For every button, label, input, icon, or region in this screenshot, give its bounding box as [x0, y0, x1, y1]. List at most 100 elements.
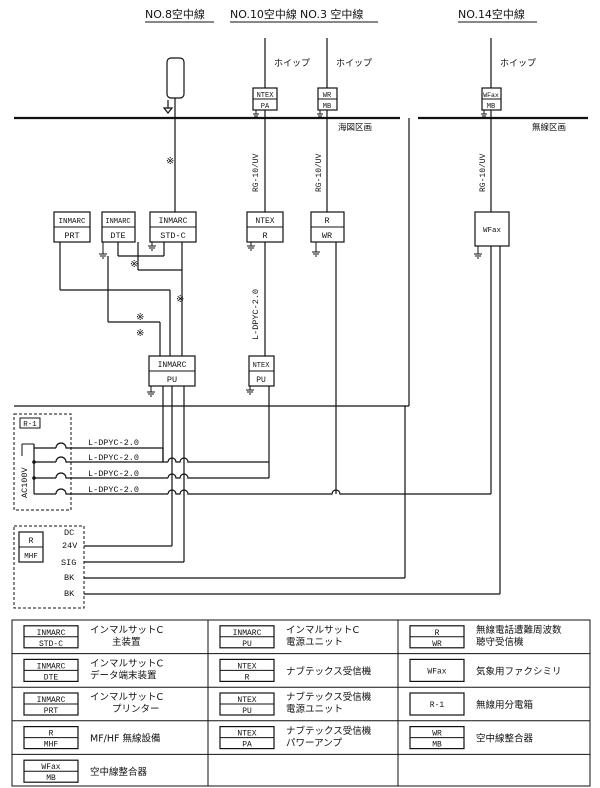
whip-label-1: ホイップ	[274, 58, 310, 69]
zone-label-musen: 無線区画	[532, 122, 566, 133]
legend-code: INMARC	[37, 696, 66, 705]
inmarc-pu-unit: INMARC PU	[148, 355, 196, 387]
legend-desc: データ端末装置	[90, 670, 157, 682]
legend-desc: ナブテックス受信機	[286, 665, 372, 677]
l-dpyc-label-vertical: L-DPYC-2.0	[251, 289, 261, 340]
r1-label: R-1	[23, 421, 37, 429]
no8-antenna-unit	[166, 57, 185, 99]
legend-desc: 気象用ファクシミリ	[476, 665, 562, 677]
legend-desc: インマルサットC	[286, 625, 360, 636]
asterisk-1: ※	[166, 156, 174, 167]
inmarc-dte-unit: INMARC DTE	[101, 211, 136, 243]
svg-text:MHF: MHF	[24, 553, 38, 561]
legend-code: INMARC	[37, 662, 66, 671]
legend-code: DTE	[44, 673, 59, 682]
wfax-unit: WFax	[474, 211, 510, 247]
power-label-2: L-DPYC-2.0	[88, 453, 139, 463]
legend-code: INMARC	[37, 629, 66, 638]
rg-label-2: RG-10/UV	[315, 153, 324, 192]
legend-desc: MF/HF 無線設備	[90, 733, 161, 745]
legend-desc: 聴守受信機	[476, 636, 524, 648]
power-label-4: L-DPYC-2.0	[88, 485, 139, 495]
svg-text:NTEX: NTEX	[253, 362, 271, 370]
legend-desc: 電源ユニット	[286, 637, 343, 648]
whip-label-2: ホイップ	[336, 58, 372, 69]
ntex-r-unit: NTEX R	[246, 211, 284, 243]
terminal-sig: SIG	[61, 558, 76, 568]
svg-text:PRT: PRT	[64, 231, 79, 241]
wfax-mb-unit: WFax MB	[481, 87, 502, 111]
svg-text:INMARC: INMARC	[158, 361, 187, 370]
ac100v-label: AC100V	[20, 466, 30, 498]
rg-label-3: RG-10/UV	[479, 153, 488, 192]
zone-label-haizu: 海図区画	[338, 122, 372, 133]
svg-text:WR: WR	[322, 231, 332, 241]
r-mhf-unit: R MHF	[18, 531, 44, 563]
legend-desc: ナブテックス受信機	[286, 725, 372, 737]
legend-code: R	[435, 629, 440, 638]
wr-mb-unit: WR MB	[317, 87, 338, 111]
svg-text:NTEX: NTEX	[257, 92, 275, 100]
legend-table: INMARCSTD-CインマルサットC主装置INMARCPUインマルサットC電源…	[11, 619, 591, 787]
legend-desc: インマルサットC	[90, 625, 164, 636]
terminal-bk-1: BK	[64, 573, 75, 583]
svg-text:PU: PU	[256, 376, 266, 385]
legend-code: MHF	[44, 741, 59, 750]
svg-text:INMARC: INMARC	[58, 218, 86, 226]
legend-code: PU	[242, 640, 252, 649]
antenna-title-no8: NO.8空中線	[145, 7, 205, 21]
legend-desc: 無線用分電箱	[476, 699, 533, 711]
svg-text:R: R	[29, 537, 34, 546]
legend-code: PU	[242, 707, 252, 716]
inmarc-prt-unit: INMARC PRT	[53, 211, 91, 243]
legend-code: R	[245, 673, 250, 682]
svg-text:R: R	[262, 231, 267, 241]
asterisk-2: ※	[130, 259, 138, 270]
svg-text:R: R	[324, 216, 329, 226]
legend-code: WFax	[41, 763, 60, 772]
legend-code: PA	[242, 741, 252, 750]
svg-text:NTEX: NTEX	[255, 217, 274, 226]
svg-text:INMARC: INMARC	[159, 217, 188, 226]
legend-desc: 空中線整合器	[476, 733, 534, 745]
svg-text:PU: PU	[167, 375, 177, 385]
asterisk-4: ※	[136, 312, 144, 323]
svg-text:PA: PA	[261, 103, 270, 111]
r-mhf-box	[13, 525, 85, 609]
terminal-24v: 24V	[62, 541, 78, 551]
power-label-3: L-DPYC-2.0	[88, 469, 139, 479]
legend-desc: 無線電話遭難周波数	[476, 624, 562, 636]
legend-entry: R-1 無線用分電箱	[409, 692, 533, 716]
legend-desc: 主装置	[112, 636, 141, 648]
legend-code: WFax	[427, 667, 446, 676]
legend-desc: 空中線整合器	[90, 766, 148, 778]
svg-text:WFax: WFax	[483, 227, 502, 235]
antenna-title-no10: NO.10空中線	[230, 7, 297, 21]
legend-code: R-1	[430, 701, 445, 710]
asterisk-5: ※	[136, 328, 144, 339]
terminal-bk-2: BK	[64, 589, 75, 599]
legend-code: R	[49, 730, 54, 739]
legend-code: NTEX	[237, 730, 256, 739]
svg-text:DTE: DTE	[110, 231, 125, 241]
legend-code: NTEX	[237, 662, 256, 671]
svg-text:STD-C: STD-C	[160, 231, 186, 241]
legend-code: WR	[432, 730, 442, 739]
legend-code: PRT	[44, 707, 59, 716]
inmarc-std-c-unit: INMARC STD-C	[149, 211, 197, 243]
rg-label-1: RG-10/UV	[252, 153, 261, 192]
legend-entry: WFax 気象用ファクシミリ	[409, 658, 562, 683]
r-wr-unit: R WR	[310, 211, 345, 243]
legend-desc: 電源ユニット	[286, 704, 343, 715]
legend-code: MB	[46, 774, 56, 783]
legend-desc: プリンター	[112, 704, 160, 715]
